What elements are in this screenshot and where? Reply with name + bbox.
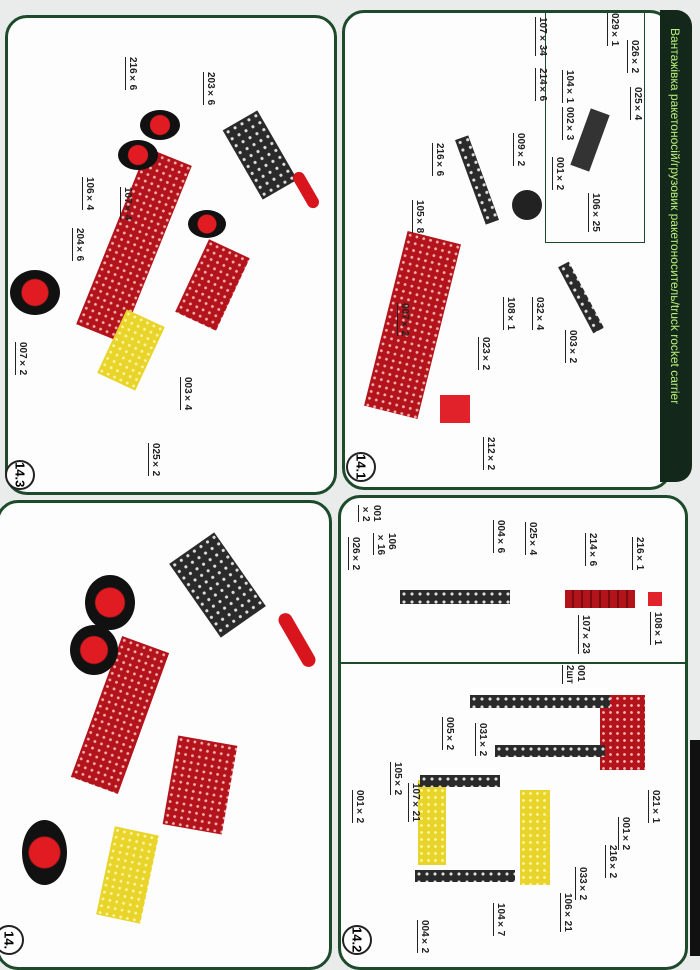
part-label: 031×2 — [475, 723, 488, 757]
gear-disc — [512, 190, 542, 220]
part-label: 204×6 — [72, 228, 85, 262]
part-label: 009×2 — [513, 133, 526, 167]
part-label: 025×4 — [630, 87, 643, 121]
part-label: 107×21 — [408, 783, 421, 822]
part-label: 021×1 — [648, 790, 661, 824]
wheel — [118, 140, 158, 170]
red-bumper — [440, 395, 470, 423]
step-14-4-panel — [0, 500, 332, 970]
part-label: 004×2 — [417, 920, 430, 954]
black-strip — [400, 590, 510, 604]
part-label: 032×4 — [532, 297, 545, 331]
step-number-14-4: 14. — [0, 925, 24, 955]
part-label: 214×6 — [585, 533, 598, 567]
title-banner: Вантажівка ракетоносій/грузовик ракетоно… — [660, 10, 692, 482]
black-strip — [495, 745, 605, 757]
step-number-14-3: 14.3 — [5, 460, 35, 490]
part-label: 216×2 — [605, 845, 618, 879]
part-label: 106 ×16 — [373, 533, 397, 556]
step-14-3-panel — [5, 15, 337, 495]
dark-edge — [690, 740, 700, 956]
panel-divider — [340, 662, 686, 664]
red-cap — [648, 592, 662, 606]
part-label: 001 ×2 — [358, 505, 382, 522]
part-label: 001 2шт — [562, 665, 586, 684]
part-label: 026×2 — [627, 40, 640, 74]
part-label: 105×2 — [390, 762, 403, 796]
part-label: 025×4 — [525, 522, 538, 556]
part-label: 216×1 — [632, 537, 645, 571]
red-shaft — [565, 590, 635, 608]
part-label: 108×1 — [503, 297, 516, 331]
part-label: 007×2 — [397, 303, 410, 337]
part-label: 001×2 — [552, 157, 565, 191]
part-label: 003×4 — [180, 377, 193, 411]
part-label: 033×2 — [575, 867, 588, 901]
wheel — [140, 110, 180, 140]
wheel — [10, 270, 60, 315]
part-label: 107×23 — [578, 615, 591, 654]
step-number-14-2: 14.2 — [342, 925, 372, 955]
yellow-panel — [520, 790, 550, 885]
black-strip — [470, 695, 610, 708]
part-label: 026×2 — [348, 537, 361, 571]
part-label: 003×2 — [565, 330, 578, 364]
part-label: 001×2 — [618, 817, 631, 851]
black-strip — [420, 775, 500, 787]
part-label: 007×2 — [15, 342, 28, 376]
part-label: 106×25 — [588, 193, 601, 232]
part-label: 106×21 — [560, 893, 573, 932]
part-label: 105×8 — [412, 200, 425, 234]
wheel — [22, 820, 67, 885]
part-label: 104×1 — [562, 70, 575, 104]
part-label: 001×2 — [352, 790, 365, 824]
part-label: 023×2 — [478, 337, 491, 371]
wheel — [188, 210, 226, 238]
part-label: 029×1 — [607, 13, 620, 47]
part-label: 106×4 — [82, 177, 95, 211]
yellow-panel — [418, 780, 446, 865]
step-number-14-1: 14.1 — [346, 452, 376, 482]
part-label: 002×3 — [562, 107, 575, 141]
black-strip — [415, 870, 515, 882]
part-label: 203×6 — [203, 72, 216, 106]
wheel — [70, 625, 118, 675]
part-label: 107×4 — [120, 187, 133, 221]
part-label: 108×1 — [650, 612, 663, 646]
title-text: Вантажівка ракетоносій/грузовик ракетоно… — [668, 28, 682, 405]
part-label: 216×6 — [125, 57, 138, 91]
part-label: 004×6 — [493, 520, 506, 554]
part-label: 107×34 — [535, 17, 548, 56]
part-label: 216×6 — [432, 143, 445, 177]
part-label: 212×2 — [483, 437, 496, 471]
wheel — [85, 575, 135, 630]
part-label: 005×2 — [442, 717, 455, 751]
part-label: 104×7 — [493, 903, 506, 937]
detail-inset-box — [545, 10, 645, 243]
part-label: 214×6 — [535, 68, 548, 102]
part-label: 025×2 — [148, 443, 161, 477]
